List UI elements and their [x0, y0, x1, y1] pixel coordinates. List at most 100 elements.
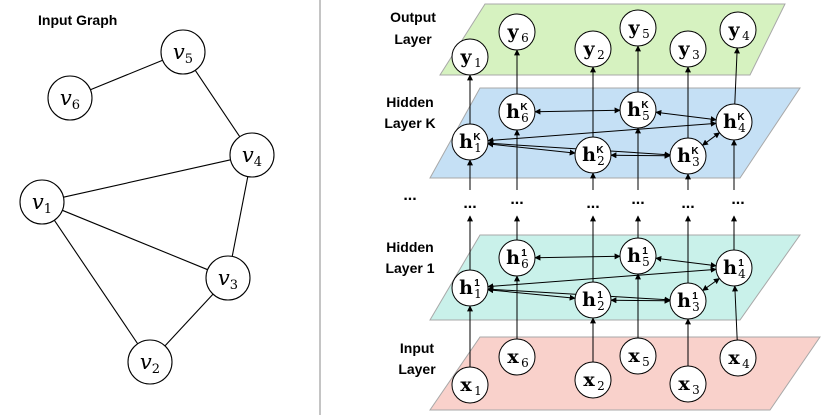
node-subscript: 5 — [642, 255, 650, 269]
node-subscript: 3 — [692, 300, 700, 314]
node-superscript: K — [520, 102, 528, 113]
edge-hk5-hk6 — [534, 107, 621, 115]
node-label: h — [723, 111, 737, 133]
hidden-layer-k-label-line1: Hidden — [386, 94, 433, 110]
output-layer-label-line2: Layer — [394, 31, 432, 47]
edge-hk3-hk2 — [610, 152, 671, 159]
node-label: x — [583, 369, 595, 391]
node-label: h — [459, 277, 473, 299]
edge-hk5-hk4 — [655, 109, 717, 123]
node-label: h — [506, 101, 520, 123]
node-label: y — [459, 46, 472, 68]
node-superscript: 1 — [738, 258, 744, 269]
edge-hk4-y4 — [733, 47, 740, 105]
node-superscript: 1 — [521, 248, 527, 259]
node-label: x — [728, 347, 740, 369]
edge-h14-h13 — [702, 278, 720, 291]
node-label: h — [723, 257, 737, 279]
node-label: y — [627, 17, 640, 39]
node-superscript: K — [691, 146, 699, 157]
node-label: y — [582, 38, 595, 60]
network-edges — [467, 45, 740, 367]
node-superscript: K — [596, 145, 604, 156]
node-superscript: 1 — [597, 290, 603, 301]
ellipsis-col-4: ... — [731, 191, 744, 208]
node-superscript: 1 — [692, 291, 698, 302]
node-subscript: 6 — [521, 257, 529, 271]
graph-edge-v5-v4 — [194, 69, 241, 138]
node-label: h — [582, 289, 596, 311]
node-subscript: 3 — [692, 155, 700, 169]
node-subscript: 5 — [642, 355, 650, 369]
node-label: h — [459, 131, 473, 153]
hidden-layer-1-label-line2: Layer 1 — [385, 260, 434, 276]
input-layer-label-line1: Input — [400, 340, 435, 356]
node-subscript: 3 — [692, 383, 700, 397]
node-label: x — [507, 346, 519, 368]
node-subscript: 4 — [738, 267, 746, 281]
edge-h11-h12 — [487, 287, 576, 301]
graph-edge-v4-v3 — [231, 176, 249, 257]
node-subscript: 6 — [521, 111, 529, 125]
graph-node-v3: v3 — [205, 255, 251, 301]
graph-edge-v1-v3 — [62, 209, 208, 271]
edge-h15-h14 — [655, 255, 717, 269]
ellipsis-col-2: ... — [586, 195, 599, 212]
hidden-layer-1-label-line1: Hidden — [386, 239, 433, 255]
node-label: h — [627, 99, 641, 121]
edge-h14-h11 — [487, 266, 717, 290]
edge-h15-h16 — [534, 253, 621, 261]
ellipsis-col-3: ... — [681, 195, 694, 212]
edge-hk4-hk1 — [487, 120, 717, 144]
node-subscript: 4 — [742, 357, 750, 371]
node-label: h — [506, 247, 520, 269]
graph-edge-v4-v1 — [63, 159, 231, 198]
node-label: h — [627, 245, 641, 267]
graph-edge-v1-v2 — [53, 219, 139, 345]
ellipsis-col-1: ... — [463, 195, 476, 212]
node-subscript: 1 — [474, 141, 482, 155]
node-superscript: 1 — [642, 246, 648, 257]
node-label: h — [582, 144, 596, 166]
node-label: x — [628, 345, 640, 367]
graph-node-v5: v5 — [160, 29, 206, 75]
edge-hk4-hk3 — [701, 132, 721, 146]
node-subscript: 4 — [738, 121, 746, 135]
hidden-layer-k-label-line2: Layer K — [384, 115, 435, 131]
graph-node-v1: v1 — [19, 179, 65, 225]
input-layer-label-line2: Layer — [398, 361, 436, 377]
graph-node-v6: v6 — [47, 75, 93, 121]
node-subscript: 2 — [597, 299, 605, 313]
node-superscript: K — [737, 112, 745, 123]
node-label: h — [677, 290, 691, 312]
node-subscript: 6 — [521, 356, 529, 370]
node-subscript: 2 — [597, 48, 605, 62]
node-subscript: 2 — [597, 379, 605, 393]
node-subscript: 5 — [642, 109, 650, 123]
graph-node-v2: v2 — [127, 339, 173, 385]
output-layer-label-line1: Output — [390, 9, 436, 25]
node-subscript: 5 — [642, 27, 650, 41]
node-label: x — [678, 373, 690, 395]
node-label: x — [460, 374, 472, 396]
